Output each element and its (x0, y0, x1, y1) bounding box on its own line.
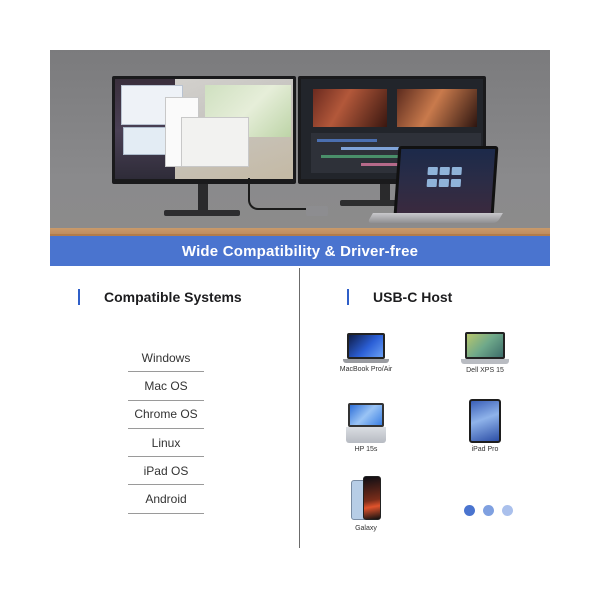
device-label: Galaxy (355, 525, 377, 532)
macbook-icon (343, 333, 389, 363)
heading-accent-bar (78, 289, 80, 305)
carousel-dot (483, 505, 494, 516)
hero-photo (50, 50, 550, 266)
os-item: Mac OS (128, 372, 204, 401)
right-monitor-base (340, 200, 410, 206)
desk-edge (50, 228, 550, 238)
carousel-dots (464, 505, 513, 516)
right-monitor-stand (380, 180, 390, 204)
device-ipad: iPad Pro (452, 399, 518, 453)
device-label: MacBook Pro/Air (339, 366, 393, 373)
laptop-base (367, 213, 503, 223)
dell-xps-icon (461, 332, 509, 364)
carousel-dot (502, 505, 513, 516)
left-monitor-stand (198, 180, 208, 214)
galaxy-phone-icon (351, 476, 381, 522)
device-label: HP 15s (354, 446, 378, 453)
os-item: Windows (128, 344, 204, 373)
os-item: Android (128, 485, 204, 514)
carousel-dot (464, 505, 475, 516)
compatible-systems-heading: Compatible Systems (78, 289, 242, 305)
device-galaxy: Galaxy (333, 476, 399, 532)
ipad-icon (469, 399, 501, 443)
os-item: Chrome OS (128, 401, 204, 429)
compatibility-banner: Wide Compatibility & Driver-free (50, 236, 550, 266)
usb-c-hub (306, 206, 328, 216)
compatible-systems-title: Compatible Systems (104, 289, 242, 305)
left-monitor (112, 76, 296, 184)
left-monitor-base (164, 210, 240, 216)
usb-c-host-title: USB-C Host (373, 289, 453, 305)
device-hp: HP 15s (333, 403, 399, 453)
device-dell-xps: Dell XPS 15 (452, 332, 518, 374)
device-label: Dell XPS 15 (466, 367, 504, 374)
os-item: Linux (128, 429, 204, 458)
section-divider (299, 268, 300, 548)
usb-c-host-heading: USB-C Host (347, 289, 452, 305)
device-label: iPad Pro (471, 446, 499, 453)
laptop-screen (393, 146, 499, 216)
heading-accent-bar (347, 289, 349, 305)
device-macbook: MacBook Pro/Air (333, 333, 399, 373)
cable (248, 178, 308, 210)
hp-laptop-icon (346, 403, 386, 443)
left-monitor-screen (115, 79, 293, 179)
os-item: iPad OS (128, 457, 204, 486)
os-list: Windows Mac OS Chrome OS Linux iPad OS A… (128, 344, 204, 514)
